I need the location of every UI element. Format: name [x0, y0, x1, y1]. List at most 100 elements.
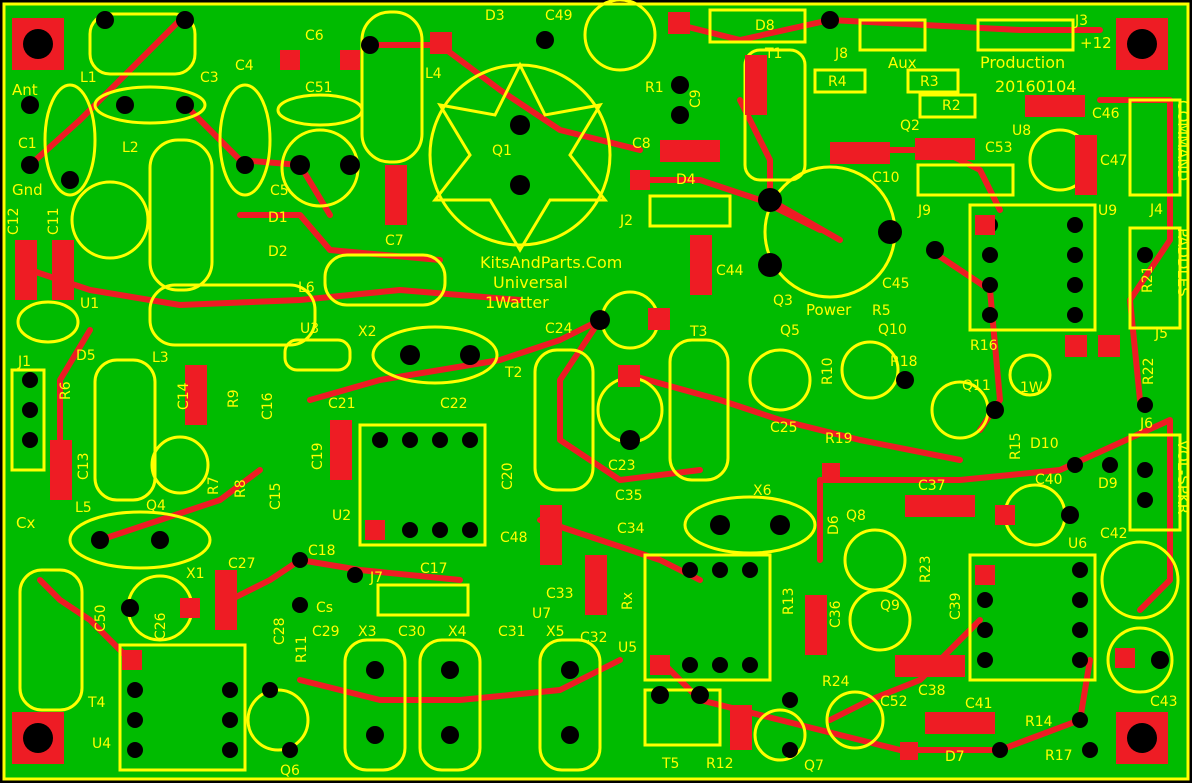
pad [712, 657, 728, 673]
designator-r18: R18 [890, 354, 918, 370]
designator-c50: C50 [93, 604, 109, 632]
designator-t3: T3 [689, 324, 707, 340]
pad [691, 686, 709, 704]
designator-r8: R8 [233, 479, 249, 498]
production-label: Production [980, 53, 1065, 72]
designator-d9: D9 [1098, 476, 1118, 492]
smd-pad [180, 598, 200, 618]
transformer-t5-outline [643, 688, 722, 747]
pad [1137, 492, 1153, 508]
designator-c13: C13 [76, 452, 92, 480]
pad [977, 622, 993, 638]
trace [627, 372, 963, 463]
pad [292, 597, 308, 613]
pad [782, 692, 798, 708]
pad [1137, 397, 1153, 413]
smd-pad [925, 712, 995, 734]
aux-label: Aux [888, 54, 917, 72]
inductor-outline [93, 358, 157, 502]
pad [620, 430, 640, 450]
pad [1151, 651, 1169, 669]
designator-d8: D8 [755, 18, 775, 34]
pad [742, 562, 758, 578]
designator-c9: C9 [688, 89, 704, 108]
smd-pad [365, 520, 385, 540]
pad [510, 115, 530, 135]
pad [712, 562, 728, 578]
inductor-outline [360, 10, 424, 164]
smd-pad [915, 138, 975, 160]
inductor-outline [88, 12, 197, 76]
pad [758, 253, 782, 277]
designator-c22: C22 [440, 396, 468, 412]
pad [977, 592, 993, 608]
smd-pad [1065, 335, 1087, 357]
pad [896, 371, 914, 389]
designator-r19: R19 [825, 431, 853, 447]
crystal-outline [68, 510, 212, 570]
designator-c21: C21 [328, 396, 356, 412]
pad [1067, 277, 1083, 293]
pad [127, 712, 143, 728]
ic-u6-outline [968, 553, 1097, 682]
pad [366, 726, 384, 744]
designator-d1: D1 [268, 210, 288, 226]
capacitor-outline [825, 690, 885, 750]
pad [432, 522, 448, 538]
pad [682, 657, 698, 673]
board-name-line1: Universal [493, 273, 568, 292]
trace [297, 657, 623, 703]
cx-label: Cx [16, 514, 35, 532]
pad [222, 742, 238, 758]
pad [1072, 562, 1088, 578]
pad [710, 515, 730, 535]
designator-q5: Q5 [780, 323, 800, 339]
smd-pad [52, 240, 74, 300]
designator-u3: U3 [300, 321, 319, 337]
pad [977, 652, 993, 668]
transistor-u3-outline [283, 338, 352, 372]
smd-pad [745, 55, 767, 115]
smd-pad [215, 570, 237, 630]
transistor-outline [840, 340, 900, 400]
designator-q7: Q7 [804, 758, 824, 774]
designator-c17: C17 [420, 561, 448, 577]
smd-pad [15, 240, 37, 300]
trace [307, 317, 603, 403]
designator-c43: C43 [1150, 694, 1178, 710]
smd-pad [1075, 135, 1097, 195]
designator-c49: C49 [545, 8, 573, 24]
trace [657, 657, 903, 753]
q1-star-outline [431, 61, 609, 253]
pad [91, 531, 109, 549]
designator-u6: U6 [1068, 536, 1087, 552]
designator-l4: L4 [425, 66, 442, 82]
crystal-outline [538, 638, 602, 772]
designator-c28: C28 [272, 617, 288, 645]
trace [897, 657, 1093, 753]
smd-pad [650, 655, 670, 675]
header-j3-outline [976, 18, 1075, 52]
designator-r5: R5 [872, 303, 891, 319]
designator-c36: C36 [828, 600, 844, 628]
designator-r24: R24 [822, 674, 850, 690]
plus12-label: +12 [1080, 34, 1112, 52]
smd-pad [975, 215, 995, 235]
pad [986, 401, 1004, 419]
pad [982, 307, 998, 323]
designator-c45: C45 [882, 276, 910, 292]
pad [671, 76, 689, 94]
designator-j2: J2 [619, 213, 633, 229]
smd-pad [385, 165, 407, 225]
ic-u4-outline [118, 643, 247, 772]
production-date: 20160104 [995, 77, 1076, 96]
pad [510, 175, 530, 195]
smd-pad [185, 365, 207, 425]
pad [926, 241, 944, 259]
designator-r23: R23 [918, 555, 934, 583]
designator-c5: C5 [270, 183, 289, 199]
designator-c15: C15 [268, 482, 284, 510]
pad [590, 310, 610, 330]
designator-j1: J1 [17, 354, 31, 370]
designator-x4: X4 [448, 624, 467, 640]
